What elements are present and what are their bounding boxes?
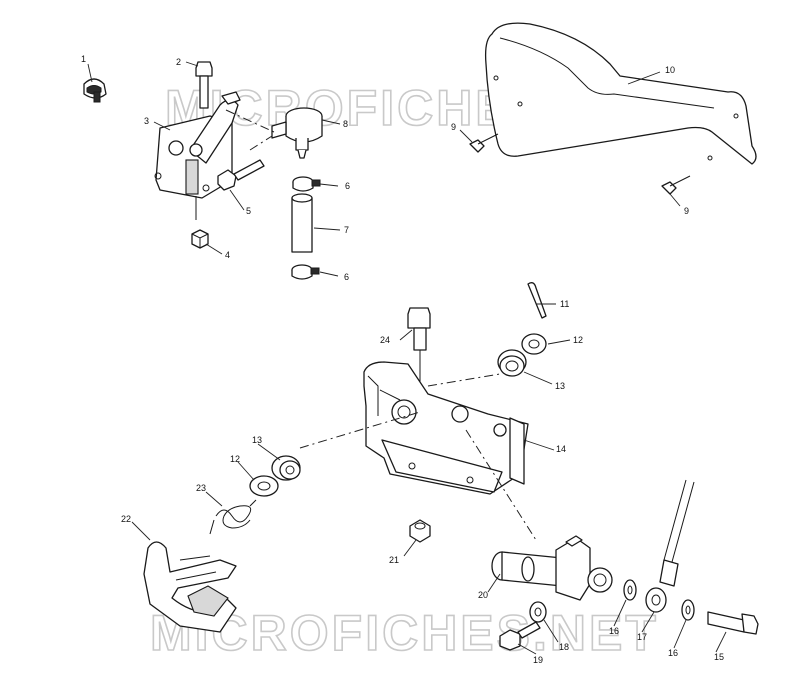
callout-5: 5 [246,206,251,216]
part-9-screw-left [469,133,499,153]
callout-9-right: 9 [684,206,689,216]
callout-4: 4 [225,250,230,260]
part-8-reservoir [271,107,323,159]
callout-19: 19 [533,655,543,665]
callout-17: 17 [637,632,647,642]
part-20-shaft [491,535,613,601]
callout-13-left: 13 [252,435,262,445]
part-16-washer-b [681,599,695,621]
part-12-washer-left [249,475,279,497]
part-3-bracket [154,91,241,220]
part-12-washer-top [521,333,547,355]
part-22-pedal [143,541,237,633]
part-9-screw-right [661,175,691,195]
callout-7: 7 [344,225,349,235]
callout-16-b: 16 [668,648,678,658]
part-13-bushing-top [497,349,527,377]
part-4-nut [191,229,209,249]
callout-9-left: 9 [451,122,456,132]
leader-lines [87,61,727,655]
callout-20: 20 [478,590,488,600]
callout-12-left: 12 [230,454,240,464]
callouts: 1 2 3 4 5 6 6 7 8 9 9 10 11 12 12 13 13 … [81,54,724,665]
callout-22: 22 [121,514,131,524]
callout-2: 2 [176,57,181,67]
part-18-washer [529,601,547,623]
part-13-bushing-left [271,455,301,481]
callout-3: 3 [144,116,149,126]
callout-6-bottom: 6 [344,272,349,282]
callout-24: 24 [380,335,390,345]
part-23-spring [209,499,257,535]
callout-8: 8 [343,119,348,129]
part-14-main-bracket [363,361,529,495]
part-7-hose [291,193,313,253]
callout-21: 21 [389,555,399,565]
callout-10: 10 [665,65,675,75]
part-1-clip [83,78,107,103]
svg-text:MICROFICHES.NET: MICROFICHES.NET [150,605,659,661]
part-6-clamp-top [292,176,321,192]
part-19-bolt [499,621,541,651]
part-11-cotter-pin [527,282,547,319]
callout-15: 15 [714,652,724,662]
callout-16-a: 16 [609,626,619,636]
part-2-bolt [195,61,213,109]
part-17-rod-end [645,479,695,613]
callout-18: 18 [559,642,569,652]
part-24-bolt [407,307,431,470]
part-16-washer-a [623,579,637,601]
callout-11: 11 [560,299,569,309]
callout-23: 23 [196,483,206,493]
callout-1: 1 [81,54,86,64]
callout-13-top: 13 [555,381,565,391]
part-15-bolt [707,611,759,635]
part-6-clamp-bottom [291,264,320,280]
part-5-bolt [217,159,265,191]
part-10-cover [484,22,757,165]
callout-6-top: 6 [345,181,350,191]
callout-12-top: 12 [573,335,583,345]
callout-14: 14 [556,444,566,454]
watermark-bottom: MICROFICHES.NET [149,604,659,662]
part-21-nut [409,519,431,543]
